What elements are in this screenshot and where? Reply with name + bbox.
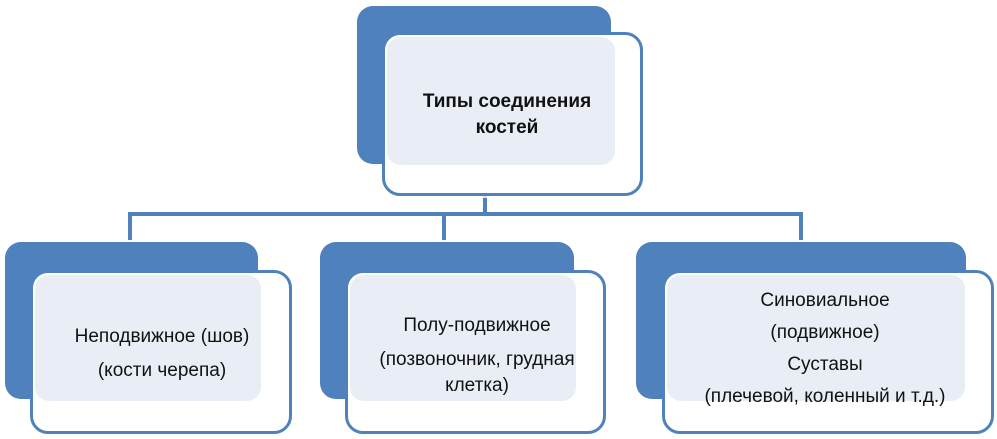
- child-3-line-3: Суставы: [787, 354, 863, 375]
- child-2-connector: [442, 212, 446, 240]
- child-2-node: Полу-подвижное (позвоночник, грудная кле…: [345, 270, 606, 434]
- child-1-line-2: (кости черепа): [97, 360, 227, 381]
- child-3-label: Синовиальное (подвижное) Суставы (плечев…: [665, 288, 985, 410]
- root-stem-connector: [483, 198, 487, 214]
- child-3-line-1: Синовиальное: [760, 290, 890, 311]
- root-node: Типы соединения костей: [382, 32, 643, 196]
- child-3-fill: [667, 275, 965, 401]
- child-2-line-3: клетка): [445, 375, 509, 396]
- child-2-label: Полу-подвижное (позвоночник, грудная кле…: [348, 313, 606, 399]
- root-label-line-2: костей: [475, 117, 539, 138]
- horizontal-connector: [128, 212, 802, 216]
- root-node-fill: [387, 37, 615, 165]
- child-2-fill: [350, 275, 576, 401]
- child-1-label: Неподвижное (шов) (кости черепа): [33, 324, 291, 384]
- child-2-line-2: (позвоночник, грудная: [379, 349, 575, 370]
- child-3-connector: [799, 212, 803, 240]
- root-label: Типы соединения костей: [407, 89, 607, 141]
- child-1-node: Неподвижное (шов) (кости черепа): [30, 270, 292, 434]
- root-label-line-1: Типы соединения: [422, 91, 592, 112]
- child-1-fill: [35, 275, 261, 401]
- child-3-line-4: (плечевой, коленный и т.д.): [704, 386, 946, 407]
- child-1-connector: [128, 212, 132, 240]
- child-3-line-2: (подвижное): [770, 322, 880, 343]
- child-1-line-1: Неподвижное (шов): [74, 326, 250, 347]
- child-2-line-1: Полу-подвижное: [403, 315, 551, 336]
- child-3-node: Синовиальное (подвижное) Суставы (плечев…: [662, 270, 994, 434]
